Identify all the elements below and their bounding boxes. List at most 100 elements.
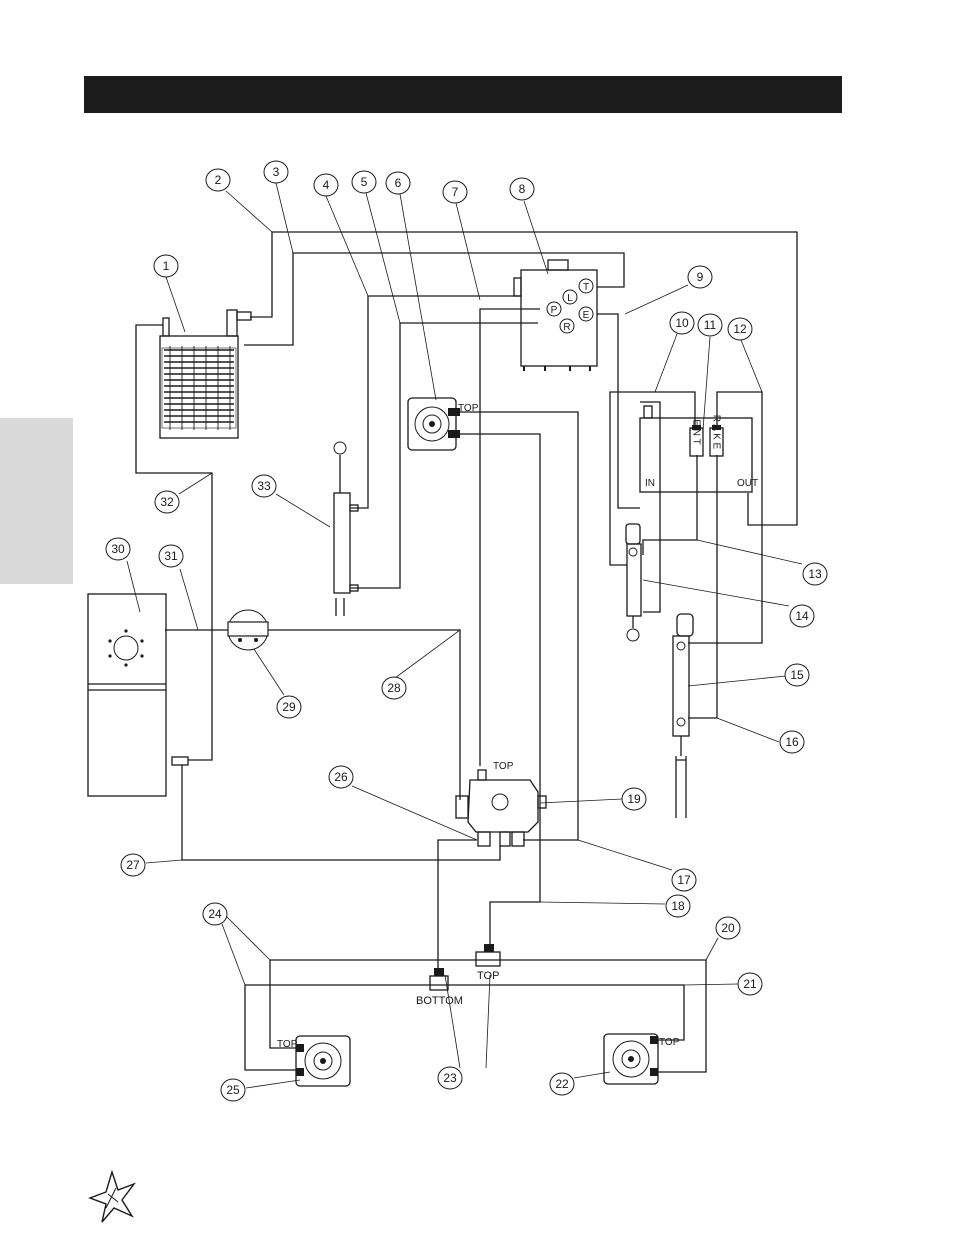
callout-17: 17 (671, 868, 697, 892)
callout-17-label: 17 (677, 873, 691, 887)
callout-8: 8 (509, 177, 535, 201)
hydraulic-motor-top: TOP (407, 397, 479, 451)
hydraulic-motor-bottom-right: TOP (603, 1033, 680, 1085)
solenoid-ent-label: E N T (691, 419, 702, 444)
hydraulic-pump: TOP (455, 761, 547, 847)
callout-20-label: 20 (721, 921, 735, 935)
callout-22-label: 22 (555, 1077, 569, 1091)
callout-7-label: 7 (452, 185, 459, 199)
callout-11-label: 11 (704, 318, 717, 332)
tee-bottom: BOTTOM (416, 968, 463, 1007)
solenoid-manifold: E N T R A K E IN OUT (639, 405, 758, 493)
callout-19: 19 (621, 787, 647, 811)
callout-7: 7 (442, 180, 468, 204)
valve-port-p-label: P (551, 305, 558, 316)
callout-29: 29 (276, 695, 302, 719)
callout-3: 3 (263, 160, 289, 184)
callout-30-label: 30 (111, 542, 125, 556)
callout-20: 20 (715, 916, 741, 940)
hydraulic-lines (135, 231, 798, 1073)
callout-9-label: 9 (697, 270, 704, 284)
callout-13-label: 13 (808, 567, 822, 581)
callout-21-label: 21 (743, 977, 757, 991)
callout-5: 5 (351, 170, 377, 194)
callout-32: 32 (154, 490, 180, 514)
callout-31: 31 (158, 544, 184, 568)
callout-11: 11 (697, 313, 723, 337)
callout-10-label: 10 (675, 316, 689, 330)
callout-6-label: 6 (395, 176, 402, 190)
callout-19-label: 19 (627, 792, 641, 806)
callout-16: 16 (779, 730, 805, 754)
leader-lines (126, 182, 803, 1089)
side-tab (0, 418, 73, 584)
callout-12-label: 12 (733, 322, 747, 336)
callout-33: 33 (251, 474, 277, 498)
callout-9: 9 (687, 265, 713, 289)
callout-24-label: 24 (208, 907, 222, 921)
hydraulic-cylinder-small (625, 523, 642, 642)
valve-port-e-label: E (583, 310, 590, 321)
callout-27-label: 27 (126, 858, 140, 872)
callout-6: 6 (385, 171, 411, 195)
manifold-in-label: IN (645, 478, 655, 489)
callout-14-label: 14 (795, 609, 809, 623)
manifold-out-label: OUT (737, 478, 758, 489)
callout-26-label: 26 (334, 770, 348, 784)
star-burst-logo-icon (88, 1169, 136, 1223)
filter (227, 609, 269, 651)
callout-25: 25 (220, 1078, 246, 1102)
callout-28: 28 (381, 676, 407, 700)
valve-port-t-label: T (583, 282, 589, 293)
tee-top-label: TOP (477, 970, 499, 982)
callout-28-label: 28 (387, 681, 401, 695)
motor-bl-top-label: TOP (277, 1039, 298, 1050)
control-valve: T L P E R (513, 259, 598, 371)
callout-2: 2 (205, 168, 231, 192)
callout-32-label: 32 (160, 495, 174, 509)
callout-18: 18 (665, 894, 691, 918)
motor-top-port-label: TOP (458, 403, 479, 414)
callout-33-label: 33 (257, 479, 271, 493)
callout-3-label: 3 (273, 165, 280, 179)
solenoid-rake-label: R A K E (711, 415, 722, 450)
tee-bottom-label: BOTTOM (416, 995, 463, 1007)
callout-5-label: 5 (361, 175, 368, 189)
valve-port-t (578, 278, 594, 294)
motor-br-top-label: TOP (659, 1037, 680, 1048)
hydraulic-motor-bottom-left: TOP (277, 1035, 351, 1087)
callout-29-label: 29 (282, 700, 296, 714)
hydraulic-cylinder-left (333, 441, 359, 616)
callout-bubbles: 1 2 3 4 5 6 7 8 9 10 11 12 13 14 15 16 1… (105, 160, 828, 1102)
valve-port-l (562, 289, 578, 305)
callout-25-label: 25 (226, 1083, 240, 1097)
callout-1: 1 (153, 254, 179, 278)
callout-23: 23 (437, 1066, 463, 1090)
callout-14: 14 (789, 604, 815, 628)
section-header-bar (84, 76, 842, 113)
callout-1-label: 1 (163, 259, 170, 273)
hydraulic-cylinder-right (672, 613, 694, 818)
valve-port-r (559, 318, 575, 334)
oil-cooler (159, 309, 252, 439)
valve-port-r-label: R (563, 322, 570, 333)
callout-23-label: 23 (443, 1071, 457, 1085)
callout-15-label: 15 (790, 668, 804, 682)
callout-22: 22 (549, 1072, 575, 1096)
valve-port-l-label: L (567, 293, 573, 304)
callout-2-label: 2 (215, 173, 222, 187)
callout-4: 4 (313, 173, 339, 197)
callout-15: 15 (784, 663, 810, 687)
hydraulic-tank (87, 593, 189, 797)
callout-10: 10 (669, 311, 695, 335)
callout-26: 26 (328, 765, 354, 789)
callout-30: 30 (105, 537, 131, 561)
callout-31-label: 31 (164, 549, 178, 563)
callout-16-label: 16 (785, 735, 799, 749)
callout-12: 12 (727, 317, 753, 341)
pump-top-label: TOP (493, 761, 514, 772)
valve-port-e (578, 306, 594, 322)
callout-8-label: 8 (519, 182, 526, 196)
callout-4-label: 4 (323, 178, 330, 192)
